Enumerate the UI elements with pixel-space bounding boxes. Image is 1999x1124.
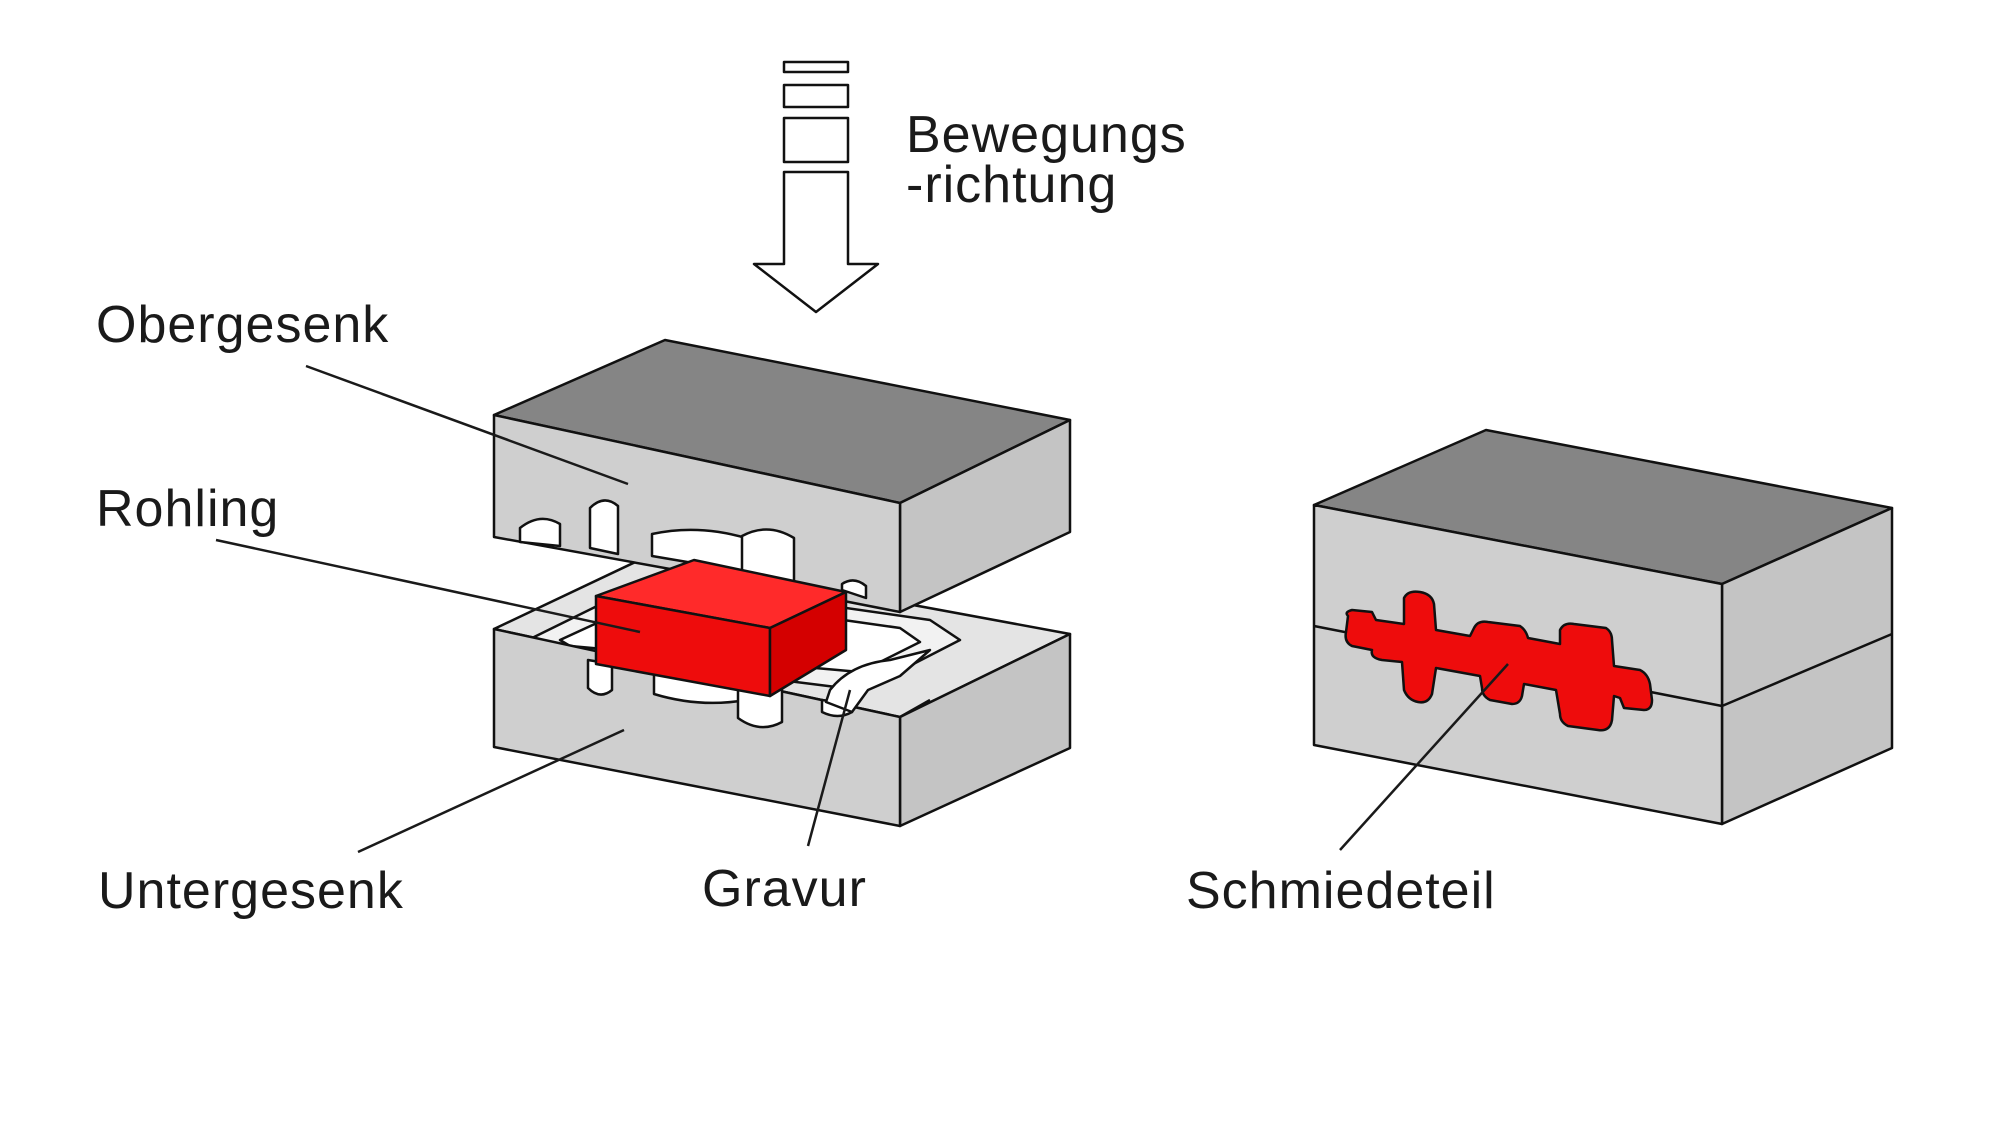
leader-upper-die — [305, 364, 629, 486]
blank-side-face — [768, 590, 848, 698]
motion-arrow-icon — [752, 60, 880, 314]
blank-workpiece — [594, 558, 848, 698]
leader-blank — [215, 538, 641, 634]
motion-direction-label-line1: Bewegungs — [906, 106, 1187, 164]
label-lower-die: Untergesenk — [98, 862, 404, 920]
label-upper-die: Obergesenk — [96, 296, 389, 354]
leader-lines — [215, 364, 1509, 854]
label-engraving: Gravur — [702, 860, 867, 918]
upper-die — [492, 338, 1072, 614]
motion-direction-label-line2: -richtung — [906, 156, 1117, 214]
upper-die-front-face — [492, 413, 902, 614]
label-blank: Rohling — [96, 480, 279, 538]
leader-lower-die — [357, 728, 625, 854]
leader-forged-part — [1339, 663, 1509, 851]
forged-part-shape — [1344, 590, 1654, 732]
closed-die — [1312, 428, 1894, 826]
leader-engraving — [806, 689, 852, 847]
label-forged-part: Schmiedeteil — [1186, 862, 1496, 920]
